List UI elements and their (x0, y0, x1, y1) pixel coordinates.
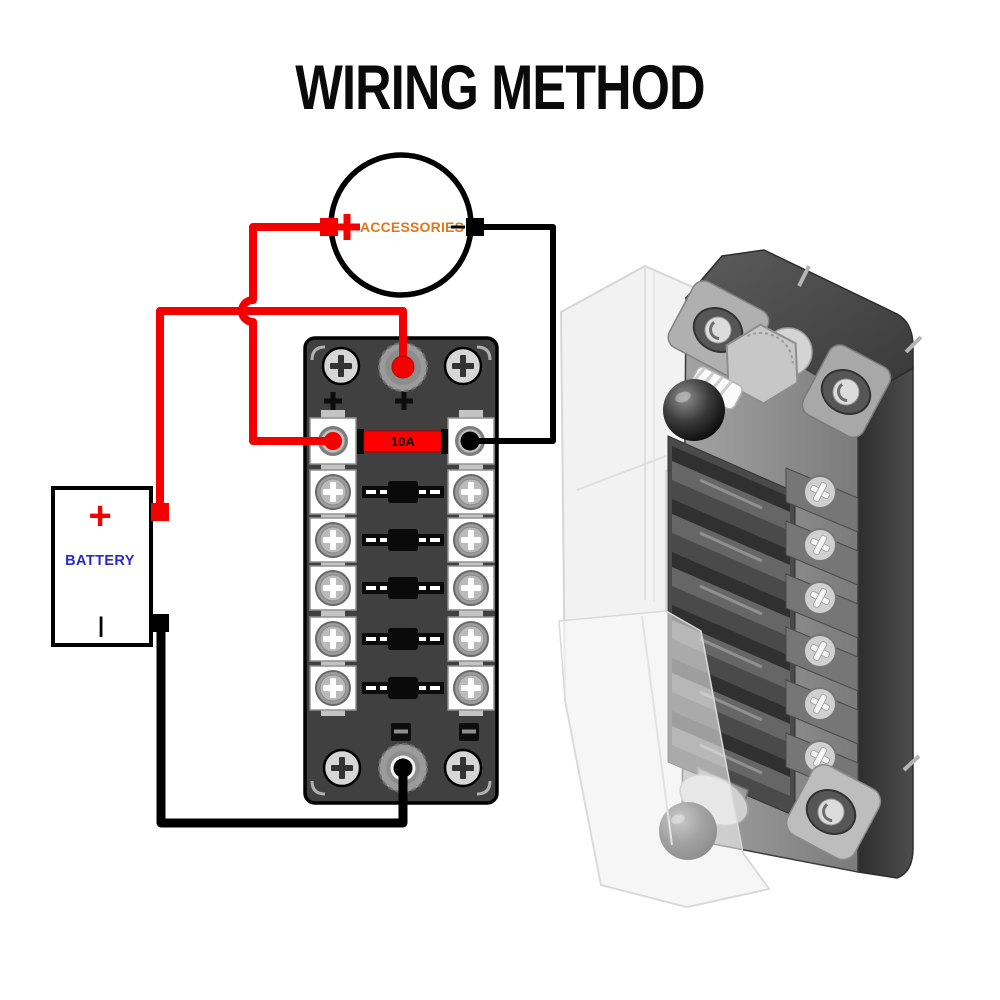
fuse-positive-contact (324, 432, 342, 450)
positive-wire-battery-to-stud (156, 307, 407, 511)
plus-mark (395, 392, 413, 410)
product-render-3d (558, 249, 923, 908)
stud-negative-contact (393, 758, 413, 778)
battery-positive-terminal (151, 503, 169, 521)
battery-symbol: + BATTERY I (51, 486, 169, 647)
positive-wire-accessories-to-fuse (238, 223, 333, 445)
accessories-symbol: ACCESSORIES (320, 152, 484, 298)
accessories-negative-terminal (466, 218, 484, 236)
negative-wire-accessories-to-fuse (470, 224, 556, 444)
wires (156, 223, 556, 828)
corner-screw-icon (321, 346, 361, 386)
body-side-face (857, 366, 914, 879)
transparent-cover-front (558, 610, 770, 908)
accessories-positive-terminal (320, 218, 338, 236)
page-title: WIRING METHOD (295, 53, 705, 123)
battery-minus-label: I (97, 611, 105, 644)
circuit-row-10a: 10A (318, 426, 485, 456)
plus-mark (324, 392, 342, 410)
corner-screw-icon (443, 748, 483, 788)
corner-highlights (310, 345, 492, 796)
accessories-label: ACCESSORIES (360, 219, 464, 235)
fixing-pins-3d (797, 265, 923, 772)
fuse-negative-contact (460, 431, 480, 451)
corner-screw-icon (443, 346, 483, 386)
fuse-10a (363, 430, 442, 453)
battery-plus-label: + (88, 494, 111, 538)
corner-screw-icon (322, 748, 362, 788)
battery-label: BATTERY (65, 553, 135, 569)
accessories-plus-icon (334, 214, 360, 240)
minus-mark (391, 723, 411, 741)
fuse-rating-label: 10A (391, 434, 415, 449)
stud-positive-contact (391, 355, 415, 379)
minus-mark (459, 723, 479, 741)
battery-negative-terminal (151, 614, 169, 632)
battery-box (51, 486, 153, 647)
negative-wire-stud-to-battery (156, 622, 408, 828)
mounting-holes-3d (667, 280, 892, 861)
power-stud-top-3d (663, 323, 813, 441)
fuse-box-diagram: 10A (303, 336, 499, 805)
rubber-cap-top (663, 379, 725, 441)
